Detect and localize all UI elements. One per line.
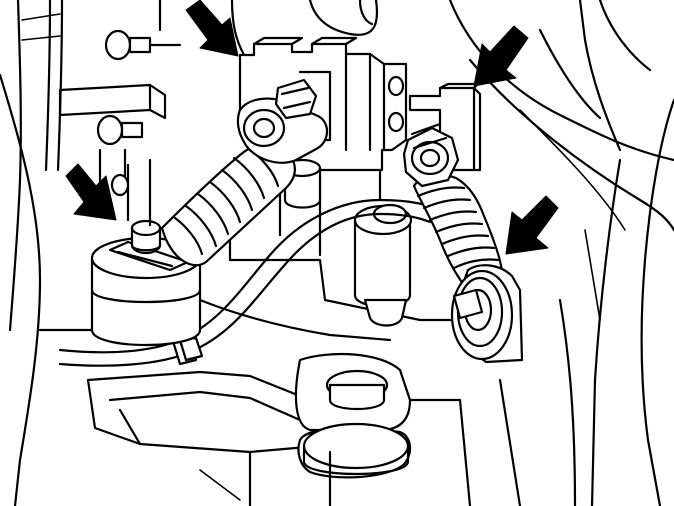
left-ball-joint [236, 78, 329, 164]
arrow-top-right [473, 25, 529, 87]
left-shift-cylinder [90, 158, 202, 347]
top-wiring [158, 0, 379, 57]
right-lever-eye [450, 264, 524, 364]
left-hose [8, 0, 64, 332]
left-boot [160, 142, 296, 267]
lower-linkage [86, 352, 522, 506]
arrows [65, 0, 559, 255]
right-ball-joint [402, 122, 460, 188]
cylinder-pin [353, 203, 413, 327]
right-hoses [448, 0, 674, 506]
arrow-right-lower [505, 195, 559, 255]
arrow-top-center [185, 0, 239, 57]
cable-bracket [238, 36, 408, 172]
left-frame-rail [0, 73, 167, 506]
left-bolts [96, 29, 182, 192]
arrow-left [65, 163, 117, 221]
